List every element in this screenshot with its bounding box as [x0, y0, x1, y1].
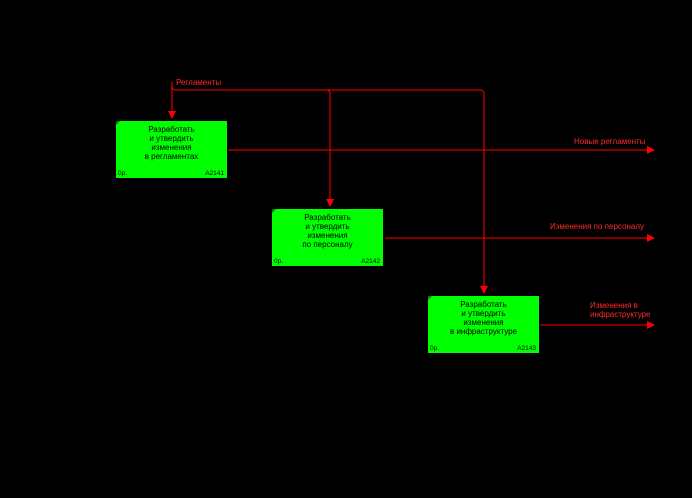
activity-node-number: А2141	[205, 170, 224, 177]
activity-title: Разработать и утвердить изменения в инфр…	[449, 300, 517, 336]
output-label-infrastructure-changes: Изменения в инфраструктуре	[590, 301, 651, 319]
activity-box-a2142[interactable]: Разработать и утвердить изменения по пер…	[271, 208, 384, 267]
activity-title: Разработать и утвердить изменения по пер…	[302, 213, 353, 249]
activity-tag: 0р.	[274, 258, 284, 265]
output-arrows	[228, 146, 655, 329]
activity-title: Разработать и утвердить изменения в регл…	[144, 125, 199, 161]
box-corner-mark	[116, 121, 120, 125]
activity-box-a2141[interactable]: Разработать и утвердить изменения в регл…	[115, 120, 228, 179]
output-label-personnel-changes: Изменения по персоналу	[550, 222, 644, 231]
box-corner-mark	[272, 209, 276, 213]
box-corner-mark	[428, 296, 432, 300]
activity-node-number: А2142	[361, 258, 380, 265]
control-label: Регламенты	[176, 78, 222, 87]
activity-node-number: А2143	[517, 345, 536, 352]
activity-box-a2143[interactable]: Разработать и утвердить изменения в инфр…	[427, 295, 540, 354]
activity-tag: 0р.	[430, 345, 440, 352]
activity-tag: 0р.	[118, 170, 128, 177]
output-label-new-regulations: Новые регламенты	[574, 137, 646, 146]
control-arrow	[168, 82, 488, 294]
